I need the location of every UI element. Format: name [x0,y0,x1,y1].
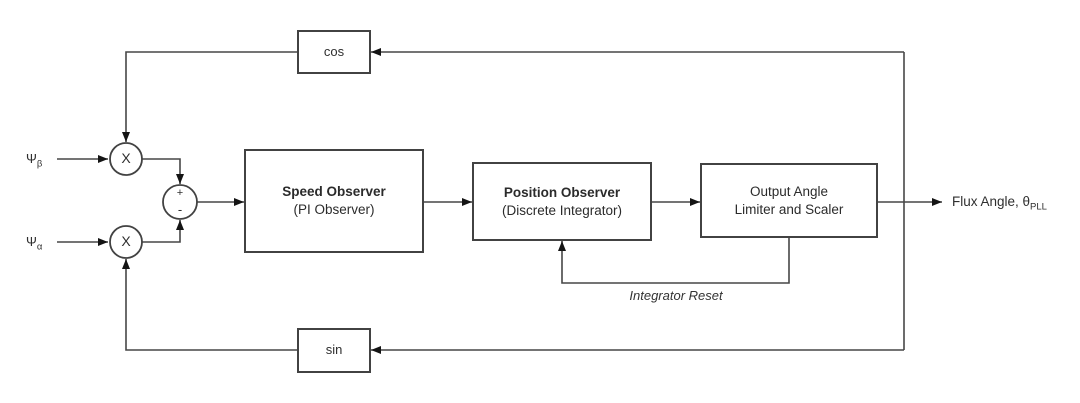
input-label-psi-alpha: Ψα [26,234,43,253]
cos-block-box [297,30,371,74]
sum-junction-circle [162,184,198,220]
psi-beta-sub: β [36,158,43,170]
flux-angle-base: Flux Angle, θ [952,194,1031,209]
sin-block-box [297,328,371,373]
wire-cos-to-multiplier1 [122,51,298,142]
wire-multiplier1-to-sum [142,158,184,184]
output-angle-label: Output Angle Limiter and Scaler [701,164,877,237]
speed-observer-box [244,149,424,253]
speed-observer-title: Speed Observer [282,184,386,199]
speed-observer-subtitle: (PI Observer) [293,202,375,217]
output-angle-box [700,163,878,238]
sum-minus-symbol: - [177,201,183,217]
position-observer-label: Position Observer (Discrete Integrator) [473,163,651,240]
wire-sin-to-multiplier2 [122,259,298,351]
sum-plus-symbol: + [176,187,184,200]
wire-integrator-reset [558,237,790,284]
sin-block-label: sin [325,342,343,358]
flux-angle-sub: PLL [1030,201,1047,213]
flux-angle-output-label: Flux Angle, θPLL [952,194,1047,213]
multiplier1-circle [109,142,143,176]
psi-alpha-base: Ψ [26,234,37,249]
psi-alpha-sub: α [36,241,43,253]
speed-observer-label: Speed Observer (PI Observer) [245,150,423,252]
multiplier2-symbol: X [121,233,131,250]
wire-multiplier2-to-sum [142,220,184,243]
position-observer-title: Position Observer [503,184,621,200]
output-angle-line2: Limiter and Scaler [734,201,844,217]
output-angle-line1: Output Angle [749,183,829,199]
cos-block-label: cos [323,43,345,59]
input-label-psi-beta: Ψβ [26,151,43,170]
multiplier1-symbol: X [121,150,131,167]
integrator-reset-label: Integrator Reset [629,288,723,303]
multiplier2-circle [109,225,143,259]
psi-beta-base: Ψ [26,151,37,166]
position-observer-subtitle: (Discrete Integrator) [501,202,623,218]
position-observer-box [472,162,652,241]
